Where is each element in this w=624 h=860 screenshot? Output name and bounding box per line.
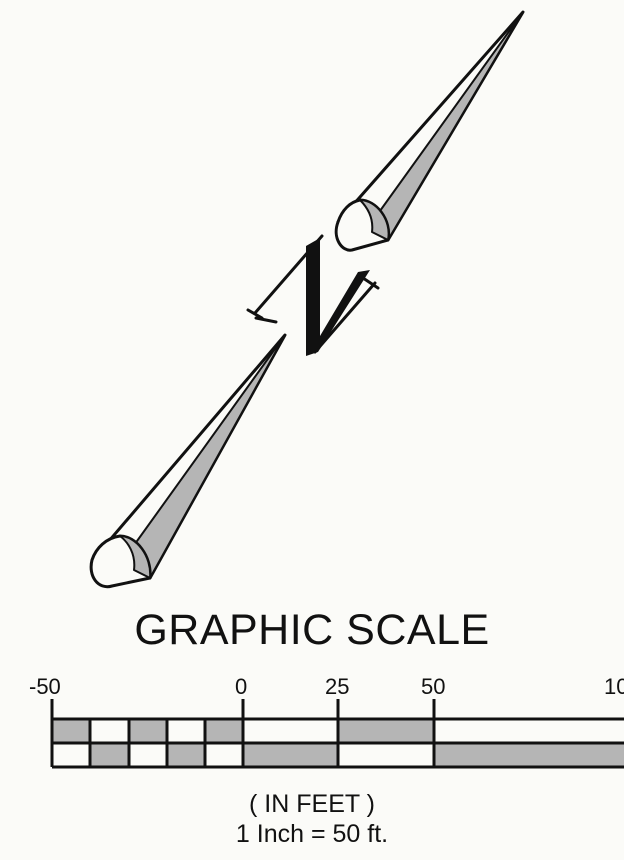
scale-ratio-label: 1 Inch = 50 ft. xyxy=(235,820,389,848)
tick-label-100: 10 xyxy=(604,674,624,699)
scale-title: GRAPHIC SCALE xyxy=(134,606,490,654)
tick-label-0: 0 xyxy=(235,674,248,699)
north-arrow-icon xyxy=(89,10,525,589)
scale-units-label: ( IN FEET ) xyxy=(249,790,375,818)
north-arrow-n-letter xyxy=(306,238,370,356)
tick-label-50: 50 xyxy=(421,674,446,699)
tick-label-minus-50: -50 xyxy=(29,674,61,699)
tick-label-25: 25 xyxy=(325,674,350,699)
